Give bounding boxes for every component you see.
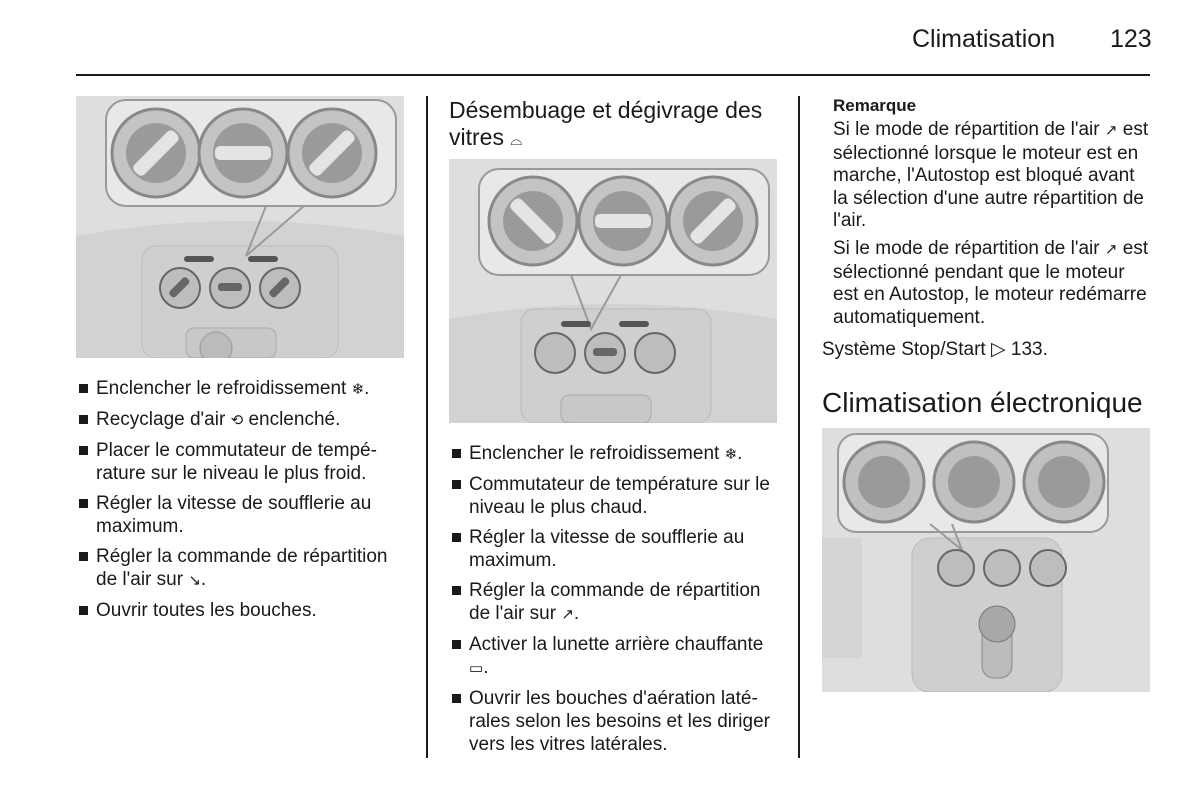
list-item: Régler la vitesse de soufflerie au maxim… bbox=[78, 492, 408, 538]
figure-defog-controls bbox=[449, 159, 777, 423]
note-p1-text-after: est sélectionné lorsque le moteur est en… bbox=[833, 119, 1149, 231]
list-item-suffix: . bbox=[573, 603, 580, 624]
running-header-title: Climatisation bbox=[912, 25, 1056, 53]
list-item-suffix: . bbox=[200, 569, 207, 590]
list-item-text: Régler la commande de répartition de l'a… bbox=[96, 546, 388, 590]
air-distribution-windscreen-icon: ↗ bbox=[1104, 122, 1118, 139]
list-item-text: Régler la vitesse de soufflerie au maxim… bbox=[469, 527, 745, 571]
note-paragraph-2: Si le mode de répartition de l'air ↗ est… bbox=[833, 238, 1151, 329]
air-recirculation-icon: ⟲ bbox=[230, 412, 244, 429]
list-item-text: Ouvrir toutes les bouches. bbox=[96, 600, 317, 621]
list-item-text: Enclencher le refroidissement bbox=[96, 378, 347, 399]
snowflake-icon: ❄ bbox=[351, 381, 365, 398]
figure-electronic-ac-controls bbox=[822, 428, 1150, 692]
list-item-text: Régler la commande de répartition de l'a… bbox=[469, 580, 761, 624]
list-item: Enclencher le refroidissement ❄. bbox=[451, 442, 781, 466]
list-item: Ouvrir les bouches d'aération laté­rales… bbox=[451, 687, 781, 756]
snowflake-icon: ❄ bbox=[724, 446, 738, 463]
list-item-suffix: . bbox=[737, 443, 743, 464]
list-item: Activer la lunette arrière chauf­fante ▭… bbox=[451, 633, 781, 680]
note-p1-text-before: Si le mode de répartition de l'air bbox=[833, 119, 1100, 140]
list-item-suffix: . bbox=[483, 657, 489, 678]
note-p2-text-after: est sélectionné pendant que le mo­teur e… bbox=[833, 238, 1149, 328]
column-divider-right bbox=[798, 96, 800, 758]
list-item: Régler la vitesse de soufflerie au maxim… bbox=[451, 526, 781, 572]
section-heading-electronic-ac: Climatisation électronique bbox=[822, 387, 1143, 418]
air-distribution-icon: ↘ bbox=[188, 572, 201, 589]
list-item-suffix: enclenché. bbox=[243, 409, 341, 430]
note-p2-text-before: Si le mode de répartition de l'air bbox=[833, 238, 1100, 259]
air-distribution-windscreen-icon: ↗ bbox=[1104, 241, 1118, 258]
list-item-text: Placer le commutateur de tempé­rature su… bbox=[96, 440, 377, 484]
list-item-text: Enclencher le refroidissement bbox=[469, 443, 720, 464]
reference-arrow-icon: ▷ bbox=[990, 339, 1006, 360]
list-item: Ouvrir toutes les bouches. bbox=[78, 599, 408, 622]
list-item: Placer le commutateur de tempé­rature su… bbox=[78, 439, 408, 485]
air-distribution-windscreen-icon: ↗ bbox=[561, 606, 574, 623]
reference-page: 133. bbox=[1010, 339, 1048, 360]
reference-text: Système Stop/Start bbox=[822, 339, 986, 360]
defog-steps-list: Enclencher le refroidissement ❄. Commutat… bbox=[451, 442, 781, 763]
list-item: Recyclage d'air ⟲ enclenché. bbox=[78, 408, 408, 432]
cooling-steps-list: Enclencher le refroidissement ❄. Recyclag… bbox=[78, 377, 408, 629]
list-item: Régler la commande de répartition de l'a… bbox=[78, 545, 408, 592]
figure-manual-ac-controls bbox=[76, 96, 404, 358]
list-item-suffix: . bbox=[364, 378, 370, 399]
page-number: 123 bbox=[1110, 25, 1152, 53]
list-item: Régler la commande de répartition de l'a… bbox=[451, 579, 781, 626]
defog-heading: Désembuage et dégivrage des vitres ⌓ bbox=[449, 97, 779, 154]
note-title: Remarque bbox=[833, 96, 917, 115]
header-divider bbox=[76, 74, 1150, 76]
rear-window-heating-icon: ▭ bbox=[469, 660, 484, 677]
note-paragraph-1: Si le mode de répartition de l'air ↗ est… bbox=[833, 119, 1151, 233]
list-item-text: Activer la lunette arrière chauf­fante bbox=[469, 634, 764, 655]
list-item-text: Recyclage d'air bbox=[96, 409, 226, 430]
column-divider-left bbox=[426, 96, 428, 758]
list-item: Commutateur de température sur le niveau… bbox=[451, 473, 781, 519]
list-item: Enclencher le refroidissement ❄. bbox=[78, 377, 408, 401]
windscreen-defrost-icon: ⌓ bbox=[510, 132, 523, 149]
list-item-text: Ouvrir les bouches d'aération laté­rales… bbox=[469, 688, 770, 755]
cross-reference[interactable]: Système Stop/Start ▷ 133. bbox=[822, 338, 1048, 361]
list-item-text: Régler la vitesse de soufflerie au maxim… bbox=[96, 493, 372, 537]
defog-heading-text: Désembuage et dégivrage des vitres bbox=[449, 97, 763, 150]
list-item-text: Commutateur de température sur le niveau… bbox=[469, 474, 770, 518]
